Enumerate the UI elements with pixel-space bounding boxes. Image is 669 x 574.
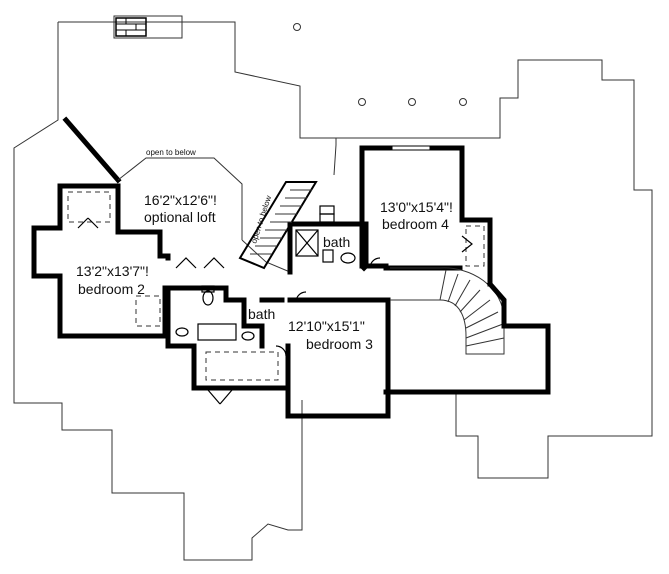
roof-vent — [408, 98, 416, 106]
bedroom2-name: bedroom 2 — [78, 281, 145, 297]
bedroom4-name: bedroom 4 — [382, 216, 449, 232]
sink-icon — [241, 331, 255, 341]
toilet-icon — [322, 249, 334, 263]
bedroom2-dims: 13'2"x13'7"! — [76, 263, 149, 279]
bedroom3-name: bedroom 3 — [306, 336, 373, 352]
roof-vent — [459, 98, 467, 106]
diagonal-wall — [62, 116, 122, 184]
bedroom3-walls — [285, 297, 391, 419]
bedroom2-walls-left — [31, 183, 189, 339]
door-swing-icon — [175, 257, 225, 269]
closet — [135, 295, 161, 327]
closet-door-icon — [461, 235, 473, 253]
hall-closet — [205, 351, 279, 381]
loft-railing — [117, 157, 243, 240]
door-swing-icon — [295, 291, 307, 303]
bedroom3-window-frame — [312, 413, 366, 419]
closet — [465, 225, 485, 267]
cabinet-icon — [319, 205, 335, 223]
loft-railing-lower — [241, 239, 291, 273]
closet-door-icon — [77, 217, 99, 229]
bedroom2-walls — [57, 183, 171, 259]
bedroom4-top-right — [429, 145, 493, 287]
bath-lower-walls — [165, 285, 207, 391]
bath-lower-label: bath — [248, 306, 275, 322]
bedroom3-dims: 12'10"x15'1" — [288, 318, 365, 334]
bathtub — [197, 323, 237, 341]
roof-vent — [358, 98, 366, 106]
open-to-below-label: open to below — [146, 148, 196, 157]
bedroom4-window-frame — [390, 145, 432, 151]
hall-wall — [183, 285, 265, 349]
roof-outline-left-lower — [13, 22, 303, 561]
roof-vent — [293, 23, 301, 31]
shower — [295, 229, 319, 257]
chimney — [113, 15, 183, 39]
chimney-bricks-icon — [115, 17, 147, 37]
roof-outline-top-right — [300, 59, 653, 479]
sink-icon — [175, 327, 189, 337]
shower-mark — [295, 229, 319, 257]
loft-dims: 16'2"x12'6"! — [144, 192, 217, 208]
bath-upper-label: bath — [323, 234, 350, 250]
bedroom4-dims: 13'0"x15'4"! — [380, 199, 453, 215]
door-swing-icon — [275, 345, 287, 357]
open-to-below-stair-label: open to below — [249, 194, 273, 244]
sink-icon — [340, 252, 356, 264]
door-swing-icon — [369, 257, 381, 269]
stair-hall-wall — [383, 280, 551, 395]
closet-door-icon — [207, 389, 233, 405]
stair — [238, 181, 318, 270]
roof-outline-left — [58, 21, 337, 176]
loft-name: optional loft — [144, 209, 216, 225]
toilet-icon — [201, 285, 215, 306]
closet — [67, 191, 111, 223]
curved-stair-treads — [439, 269, 505, 347]
curved-stair-outline — [390, 267, 505, 355]
